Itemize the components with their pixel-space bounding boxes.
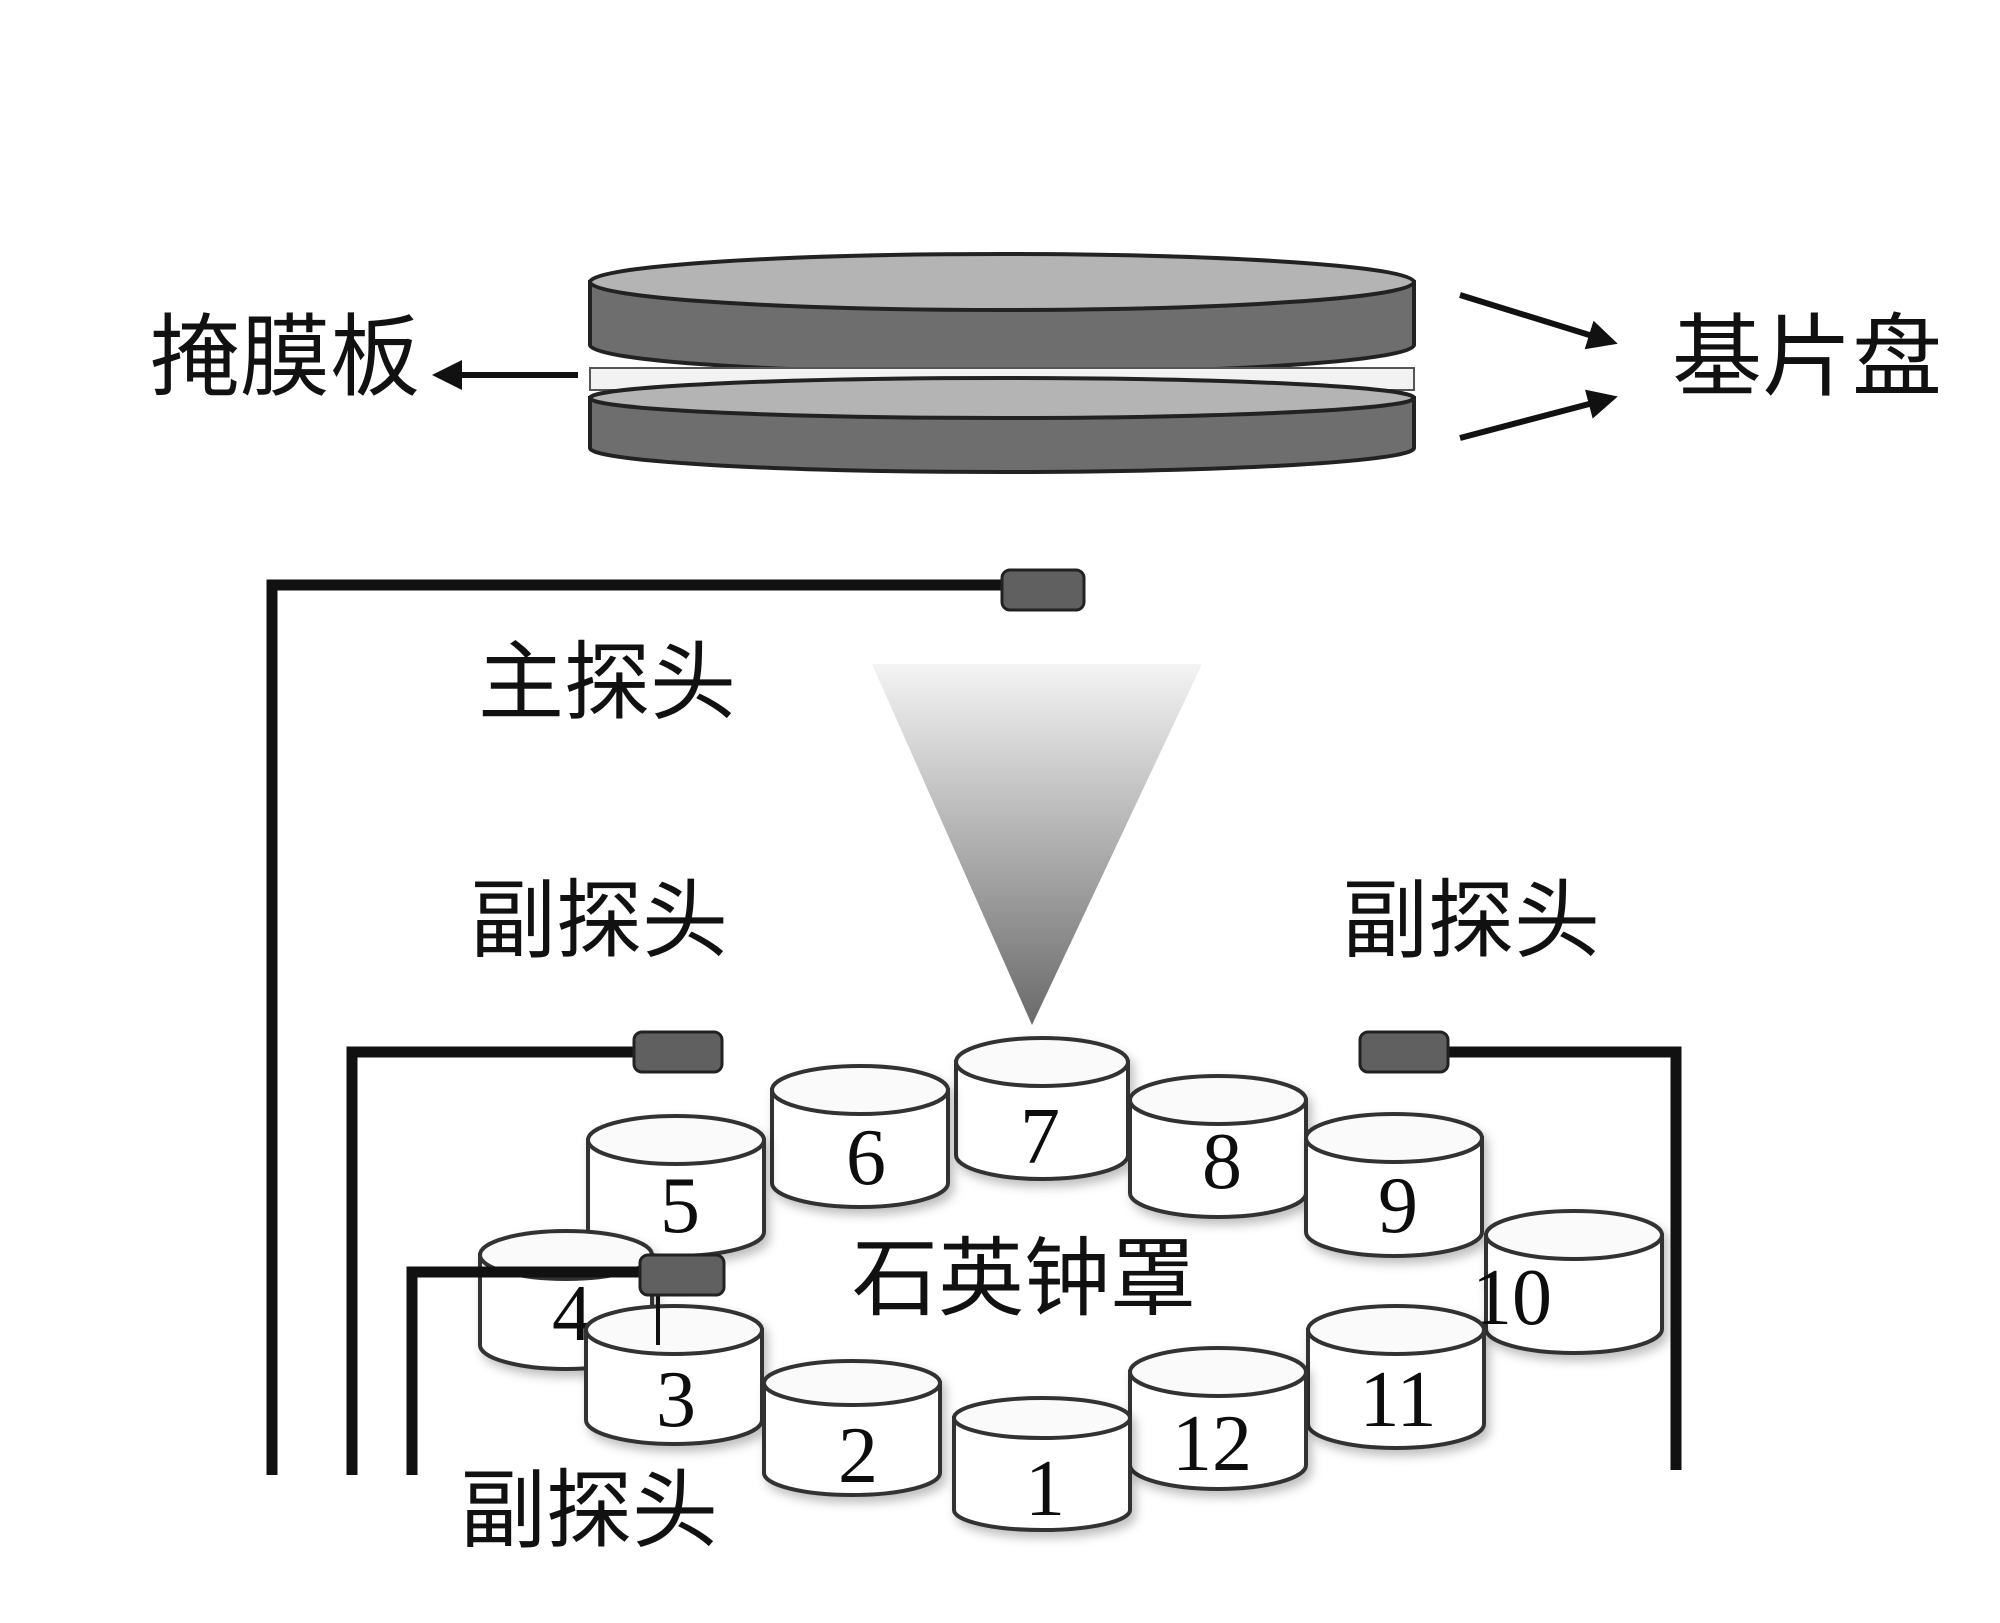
crucible-rim — [762, 1359, 942, 1407]
aux-probe-bottom-wire — [406, 1266, 640, 1475]
aux-probe-top-left — [346, 1030, 724, 1475]
crucible-rim — [1304, 1112, 1484, 1164]
crucible-6: 6 — [770, 1064, 950, 1209]
main-probe-sensor — [1000, 568, 1086, 612]
crucible-rim — [770, 1064, 950, 1116]
crucible-11: 11 — [1306, 1304, 1486, 1450]
crucible-body — [1128, 1098, 1308, 1219]
crucible-rim — [1128, 1346, 1308, 1398]
crucible-rim — [584, 1304, 764, 1356]
crucible-rim — [586, 1114, 766, 1166]
crucible-2: 2 — [762, 1359, 942, 1500]
crucible-body — [1484, 1233, 1664, 1355]
quartz-bell-jar-label: 石英钟罩 — [852, 1229, 1196, 1329]
crucible-label: 11 — [1359, 1356, 1436, 1444]
aux-probe-top-left-sensor — [632, 1030, 724, 1074]
crucible-label: 9 — [1378, 1162, 1418, 1250]
crucible-body — [1306, 1328, 1486, 1450]
substrate-arrow-upper — [1459, 292, 1618, 350]
crucible-10: 10 — [1472, 1209, 1664, 1355]
crucible-1: 1 — [952, 1396, 1132, 1533]
crucible-8: 8 — [1128, 1074, 1308, 1219]
crucible-label: 3 — [656, 1356, 696, 1444]
aux-probe-top-right-wire — [1448, 1046, 1682, 1470]
crucible-label: 12 — [1172, 1400, 1252, 1488]
crucible-label: 1 — [1025, 1445, 1065, 1533]
aux-probe-top-right — [1358, 1030, 1682, 1470]
substrate-disk-lower — [588, 376, 1416, 474]
main-probe-label: 主探头 — [478, 633, 736, 733]
crucible-rim — [1128, 1074, 1308, 1126]
crucible-label: 7 — [1020, 1093, 1060, 1181]
crucible-label: 8 — [1202, 1118, 1242, 1206]
crucible-7: 7 — [954, 1036, 1130, 1181]
crucible-rim — [954, 1036, 1130, 1088]
crucible-label: 2 — [838, 1412, 878, 1500]
crucible-rim — [952, 1396, 1132, 1440]
main-probe — [266, 568, 1086, 1475]
aux-probe-top-left-wire — [346, 1046, 634, 1475]
aux-probe-top-left-label: 副探头 — [470, 871, 728, 971]
substrate-disk-label: 基片盘 — [1672, 305, 1942, 410]
crucible-label: 6 — [846, 1114, 886, 1202]
crucible-body — [954, 1060, 1130, 1181]
crucible-body — [1304, 1136, 1484, 1258]
crucible-body — [762, 1381, 942, 1497]
crucible-body — [952, 1416, 1132, 1532]
aux-probe-top-right-sensor — [1358, 1030, 1450, 1074]
crucible-body — [1128, 1370, 1308, 1491]
crucible-3: 3 — [584, 1304, 764, 1446]
crucible-rim — [1484, 1209, 1664, 1261]
crucible-body — [770, 1088, 950, 1209]
substrate-arrow-lower — [1459, 389, 1618, 441]
aux-probe-bottom-sensor — [638, 1253, 726, 1297]
crucible-9: 9 — [1304, 1112, 1484, 1258]
crucible-body — [584, 1328, 764, 1446]
aux-probe-bottom — [406, 1253, 726, 1475]
main-probe-wire — [266, 579, 1002, 1475]
crucible-5: 5 — [586, 1114, 766, 1258]
crucible-12: 12 — [1128, 1346, 1308, 1491]
aux-probe-bottom-label: 副探头 — [460, 1461, 718, 1561]
crucible-rim — [1306, 1304, 1486, 1356]
substrate-disk-upper — [588, 252, 1416, 375]
crucible-label: 5 — [660, 1162, 700, 1250]
aux-probe-top-right-label: 副探头 — [1342, 871, 1600, 971]
vapor-cone — [872, 664, 1202, 1025]
mask-plate-label: 掩膜板 — [150, 305, 420, 410]
